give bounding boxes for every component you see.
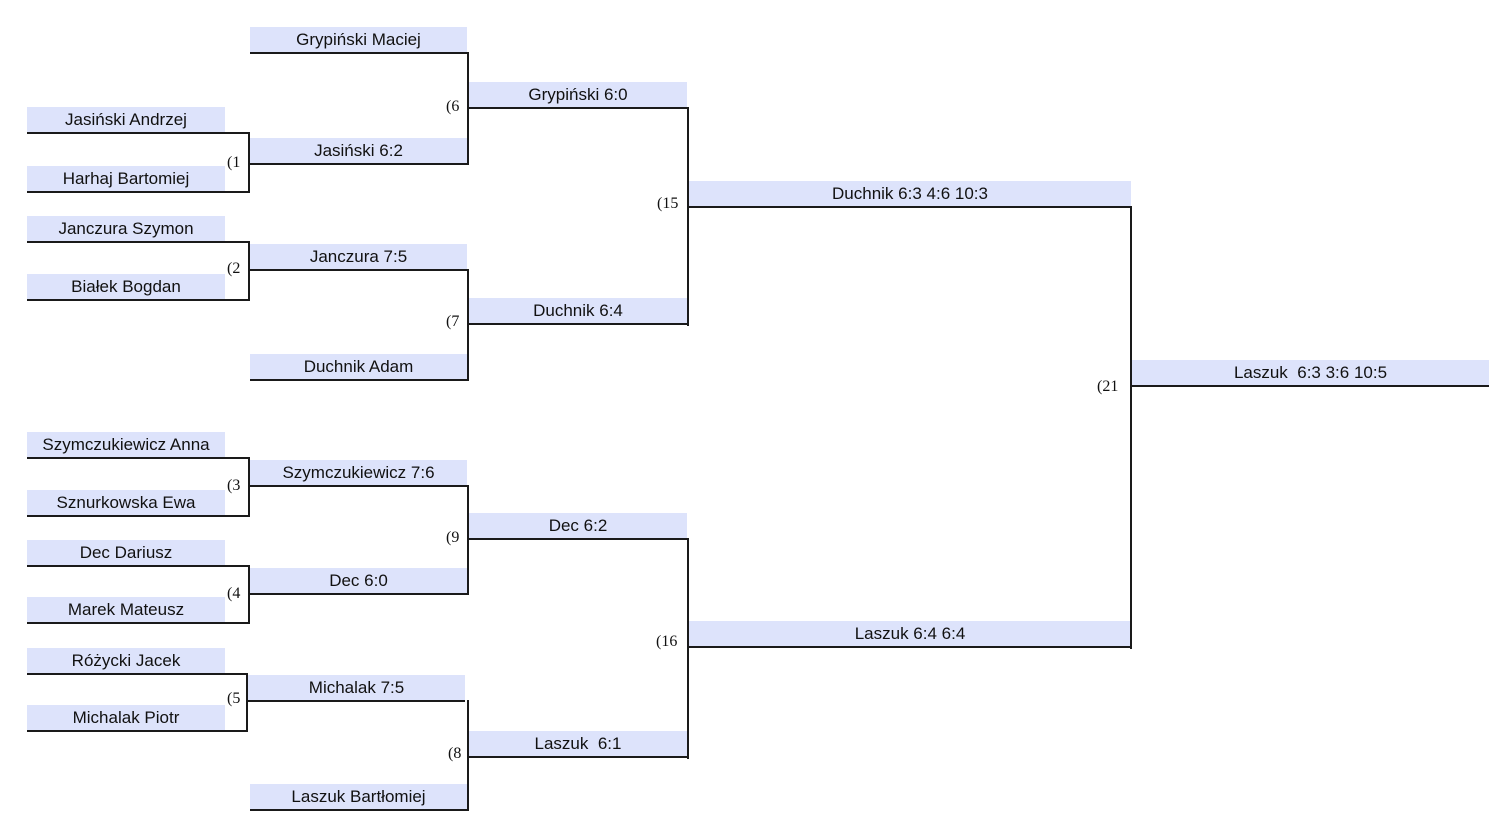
match-number: (9 (446, 529, 460, 546)
connector-line (225, 191, 250, 193)
connector-line (687, 107, 689, 326)
connector-line (246, 673, 248, 732)
match-number: (2 (227, 260, 241, 277)
match-number: (6 (446, 98, 460, 115)
final-winner-entry: Laszuk 6:3 3:6 10:5 (1132, 360, 1489, 387)
round1-entry: Harhaj Bartomiej (27, 166, 225, 193)
connector-line (225, 730, 248, 732)
connector-line (225, 565, 250, 567)
connector-line (225, 457, 250, 459)
round2-entry: Janczura 7:5 (250, 244, 467, 271)
round1-entry: Różycki Jacek (27, 648, 225, 675)
round2-entry: Jasiński 6:2 (250, 138, 467, 165)
round1-entry: Sznurkowska Ewa (27, 490, 225, 517)
round3-entry: Grypiński 6:0 (469, 82, 687, 109)
match-number: (21 (1097, 378, 1119, 395)
connector-line (1130, 206, 1132, 649)
connector-line (248, 565, 250, 624)
round2-entry: Laszuk Bartłomiej (250, 784, 467, 811)
round3-entry: Laszuk 6:1 (469, 731, 687, 758)
round2-entry: Grypiński Maciej (250, 27, 467, 54)
semifinal-entry: Laszuk 6:4 6:4 (689, 621, 1131, 648)
connector-line (467, 485, 469, 595)
connector-line (225, 673, 248, 675)
round1-entry: Marek Mateusz (27, 597, 225, 624)
connector-line (248, 132, 250, 193)
connector-line (467, 52, 469, 165)
match-number: (5 (227, 690, 241, 707)
connector-line (248, 241, 250, 301)
match-number: (15 (657, 195, 679, 212)
connector-line (225, 241, 250, 243)
round1-entry: Dec Dariusz (27, 540, 225, 567)
round2-entry: Dec 6:0 (250, 568, 467, 595)
connector-line (225, 622, 250, 624)
match-number: (8 (448, 745, 462, 762)
round1-entry: Białek Bogdan (27, 274, 225, 301)
semifinal-entry: Duchnik 6:3 4:6 10:3 (689, 181, 1131, 208)
round3-entry: Dec 6:2 (469, 513, 687, 540)
connector-line (248, 457, 250, 517)
round3-entry: Duchnik 6:4 (469, 298, 687, 325)
round2-entry: Duchnik Adam (250, 354, 467, 381)
round1-entry: Michalak Piotr (27, 705, 225, 732)
connector-line (225, 132, 250, 134)
match-number: (16 (656, 633, 678, 650)
round2-entry: Michalak 7:5 (248, 675, 465, 702)
round1-entry: Szymczukiewicz Anna (27, 432, 225, 459)
connector-line (225, 515, 250, 517)
round1-entry: Janczura Szymon (27, 216, 225, 243)
match-number: (3 (227, 477, 241, 494)
match-number: (4 (227, 585, 241, 602)
connector-line (687, 538, 689, 759)
connector-line (467, 269, 469, 381)
round2-entry: Szymczukiewicz 7:6 (250, 460, 467, 487)
match-number: (7 (446, 313, 460, 330)
connector-line (467, 700, 469, 811)
match-number: (1 (227, 154, 241, 171)
round1-entry: Jasiński Andrzej (27, 107, 225, 134)
connector-line (225, 299, 250, 301)
